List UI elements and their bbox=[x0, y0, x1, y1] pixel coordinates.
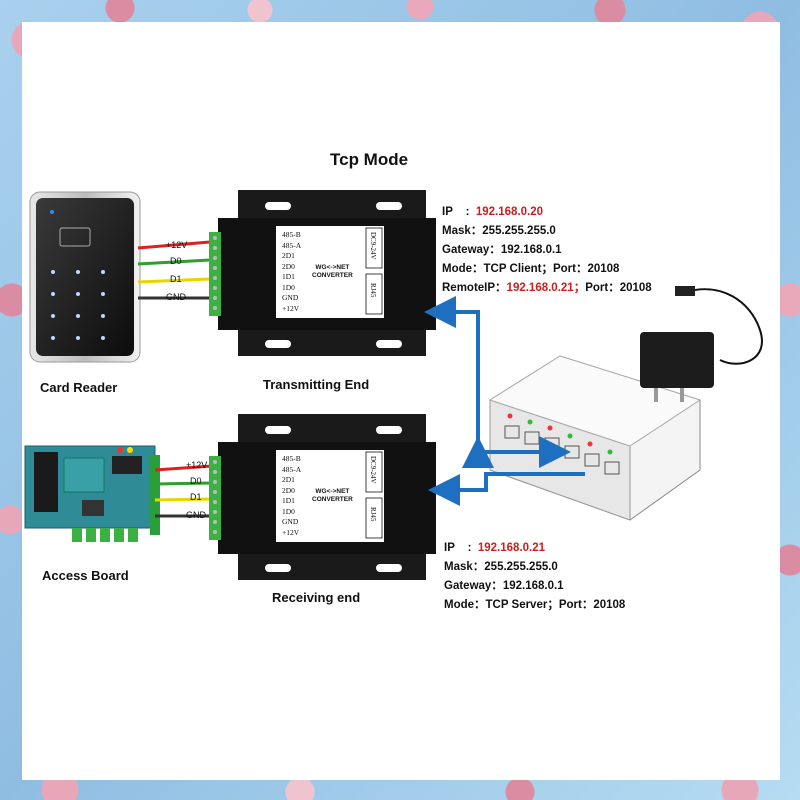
tx-terminal: +12V bbox=[282, 303, 300, 313]
network-arrows bbox=[424, 296, 585, 506]
tx-terminal: 2D1 bbox=[282, 251, 295, 260]
power-adapter bbox=[640, 286, 763, 402]
tx-power-label: DC9-24V bbox=[369, 232, 377, 260]
rx-terminal: 1D0 bbox=[282, 506, 295, 516]
tx-terminal-list: 485-B 485-A 2D1 2D0 1D1 1D0 GND +12V bbox=[282, 230, 301, 314]
tx-ip-value: 192.168.0.20 bbox=[475, 206, 544, 218]
tx-terminal: GND bbox=[282, 293, 299, 302]
rx-terminal: 485-B bbox=[282, 454, 301, 463]
tx-converter-box bbox=[209, 190, 436, 356]
rx-terminal: 2D0 bbox=[282, 485, 295, 495]
rx-wire-label-d1: D1 bbox=[190, 492, 202, 502]
tx-terminal: 1D0 bbox=[282, 282, 295, 292]
rx-terminal-list: 485-B 485-A 2D1 2D0 1D1 1D0 GND +12V bbox=[282, 454, 301, 538]
rx-mask-row: Mask：255.255.255.0 bbox=[444, 561, 558, 573]
card-reader-caption: Card Reader bbox=[40, 380, 118, 395]
tx-info-block: IP : 192.168.0.20 Mask：255.255.255.0 Gat… bbox=[442, 203, 652, 298]
tx-port-label: RJ45 bbox=[369, 283, 377, 298]
rx-wires bbox=[154, 464, 213, 518]
rx-gateway-row: Gateway：192.168.0.1 bbox=[444, 580, 564, 592]
tx-wire-label-d0: D0 bbox=[170, 256, 182, 266]
tx-mode-row: Mode：TCP Client；Port：20108 bbox=[442, 263, 620, 275]
transmitting-end-caption: Transmitting End bbox=[263, 377, 370, 392]
tx-terminal: 2D0 bbox=[282, 261, 295, 271]
tx-remote-row: RemoteIP：192.168.0.21；Port：20108 bbox=[442, 282, 652, 294]
tx-gateway-row: Gateway：192.168.0.1 bbox=[442, 244, 562, 256]
rx-mode-row: Mode：TCP Server；Port：20108 bbox=[444, 599, 626, 611]
rx-converter-box bbox=[209, 414, 436, 580]
tx-terminal: 485-A bbox=[282, 240, 302, 250]
rx-wire-label-12v: +12V bbox=[186, 460, 208, 470]
rx-ip-value: 192.168.0.21 bbox=[477, 542, 546, 554]
rx-power-label: DC9-24V bbox=[369, 456, 377, 484]
access-board-caption: Access Board bbox=[42, 568, 129, 583]
tx-mask-row: Mask：255.255.255.0 bbox=[442, 225, 556, 237]
tx-ip-row: IP : 192.168.0.20 bbox=[442, 206, 544, 218]
rx-terminal: 485-A bbox=[282, 464, 302, 474]
rx-port-label: RJ45 bbox=[369, 507, 377, 522]
card-reader-device bbox=[29, 191, 141, 363]
rx-wire-label-gnd: GND bbox=[186, 510, 206, 520]
rx-terminal: 2D1 bbox=[282, 475, 295, 484]
rx-wire-label-d0: D0 bbox=[190, 476, 202, 486]
access-board-device bbox=[24, 445, 160, 542]
tx-converter-label: WG<->NET CONVERTER bbox=[312, 264, 353, 279]
rx-terminal: GND bbox=[282, 517, 299, 526]
tx-wire-label-d1: D1 bbox=[170, 274, 182, 284]
tx-wire-label-12v: +12V bbox=[166, 240, 188, 250]
tx-wires bbox=[137, 240, 211, 300]
tx-terminal: 1D1 bbox=[282, 272, 295, 281]
rx-terminal: +12V bbox=[282, 527, 300, 537]
tx-remote-ip-value: 192.168.0.21； bbox=[506, 282, 586, 294]
rx-info-block: IP : 192.168.0.21 Mask：255.255.255.0 Gat… bbox=[444, 539, 625, 615]
diagram-title: Tcp Mode bbox=[330, 150, 409, 169]
rx-converter-label: WG<->NET CONVERTER bbox=[312, 488, 353, 503]
receiving-end-caption: Receiving end bbox=[272, 590, 361, 605]
rx-ip-row: IP : 192.168.0.21 bbox=[444, 542, 546, 554]
tx-terminal: 485-B bbox=[282, 230, 301, 239]
rx-terminal: 1D1 bbox=[282, 496, 295, 505]
tx-wire-label-gnd: GND bbox=[166, 292, 186, 302]
